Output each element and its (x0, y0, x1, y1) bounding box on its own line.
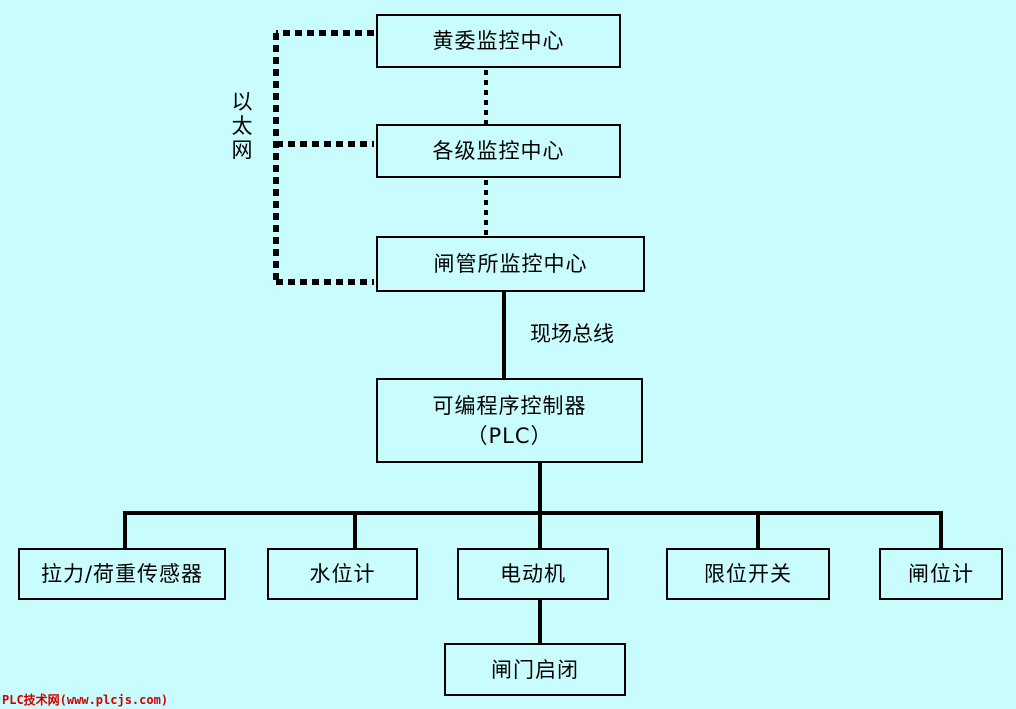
limit-switch-label: 限位开关 (704, 562, 792, 586)
water-gauge-label: 水位计 (309, 562, 376, 586)
motor-label: 电动机 (500, 562, 566, 586)
water-gauge: 水位计 (267, 548, 418, 600)
tension-sensor-label: 拉力/荷重传感器 (40, 562, 204, 586)
yellow-river-monitor-center-label: 黄委监控中心 (432, 29, 565, 53)
ethernet-links (273, 30, 374, 285)
ethernet-char-3: 网 (231, 138, 253, 162)
plc-controller-label: 可编程序控制器 (432, 393, 587, 418)
gate-position-gauge: 闸位计 (879, 548, 1003, 600)
ethernet-label: 以 太 网 (230, 90, 254, 162)
sluice-monitor-center: 闸管所监控中心 (376, 236, 645, 292)
tension-sensor: 拉力/荷重传感器 (18, 548, 226, 600)
level-monitor-center: 各级监控中心 (376, 124, 621, 178)
sluice-monitor-center-label: 闸管所监控中心 (433, 252, 588, 276)
gate-position-gauge-label: 闸位计 (908, 562, 974, 586)
yellow-river-monitor-center: 黄委监控中心 (376, 14, 621, 68)
fieldbus-label: 现场总线 (530, 322, 614, 346)
limit-switch: 限位开关 (666, 548, 830, 600)
ethernet-char-2: 太 (231, 114, 253, 138)
ethernet-char-1: 以 (231, 90, 253, 114)
motor: 电动机 (457, 548, 609, 600)
gate-open-close: 闸门启闭 (444, 643, 626, 696)
site-watermark: PLC技术网(www.plcjs.com) (2, 693, 169, 707)
plc-controller-abbrev: （PLC） (466, 423, 553, 448)
plc-controller: 可编程序控制器 （PLC） (376, 378, 643, 463)
gate-open-close-label: 闸门启闭 (491, 657, 579, 682)
level-monitor-center-label: 各级监控中心 (432, 139, 565, 163)
